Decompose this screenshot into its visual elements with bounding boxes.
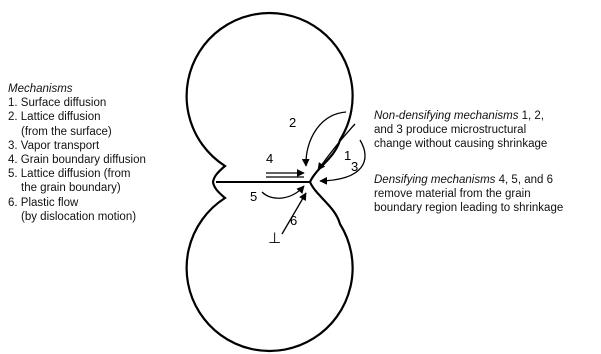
mechanism-4: 4. Grain boundary diffusion (8, 154, 146, 167)
non-densifying-description: Non-densifying mechanisms 1, 2, and 3 pr… (374, 109, 547, 152)
arrow-6 (281, 192, 307, 235)
densifying-title: Densifying mechanisms (374, 174, 496, 186)
arrow-label-3: 3 (351, 159, 358, 174)
densifying-numbers: 4, 5, and 6 (495, 174, 553, 186)
non-densifying-numbers: 1, 2, (518, 110, 545, 122)
mechanism-2: 2. Lattice diffusion (8, 111, 101, 124)
mechanism-5: 5. Lattice diffusion (from (8, 168, 131, 181)
densifying-description: Densifying mechanisms 4, 5, and 6 remove… (374, 173, 563, 216)
arrow-label-2: 2 (289, 115, 296, 130)
mechanism-5-detail: the grain boundary) (21, 182, 121, 195)
arrow-3 (319, 139, 366, 185)
arrow-1 (317, 123, 356, 171)
non-densifying-line-2: and 3 produce microstructural (374, 124, 527, 137)
densifying-line-3: boundary region leading to shrinkage (374, 202, 564, 215)
mechanisms-heading: Mechanisms (8, 83, 73, 95)
dislocation-symbol: ⊥ (268, 229, 281, 247)
non-densifying-title: Non-densifying mechanisms (374, 110, 519, 122)
non-densifying-line-3: change without causing shrinkage (374, 138, 548, 151)
arrow-label-4: 4 (266, 151, 273, 166)
densifying-line-2: remove material from the grain (374, 188, 531, 201)
mechanism-6-detail: (by dislocation motion) (21, 210, 137, 223)
arrow-label-5: 5 (250, 189, 257, 204)
mechanism-3: 3. Vapor transport (8, 139, 100, 152)
arrow-2 (301, 111, 347, 167)
mechanisms-list: Mechanisms 1. Surface diffusion 2. Latti… (8, 82, 146, 224)
mechanism-1: 1. Surface diffusion (8, 97, 107, 110)
arrow-label-1: 1 (344, 148, 351, 163)
arrow-5 (261, 185, 305, 199)
mechanism-2-detail: (from the surface) (21, 125, 112, 138)
mechanism-6: 6. Plastic flow (8, 196, 79, 209)
particle-outline (185, 11, 354, 353)
arrow-label-6: 6 (290, 213, 297, 228)
